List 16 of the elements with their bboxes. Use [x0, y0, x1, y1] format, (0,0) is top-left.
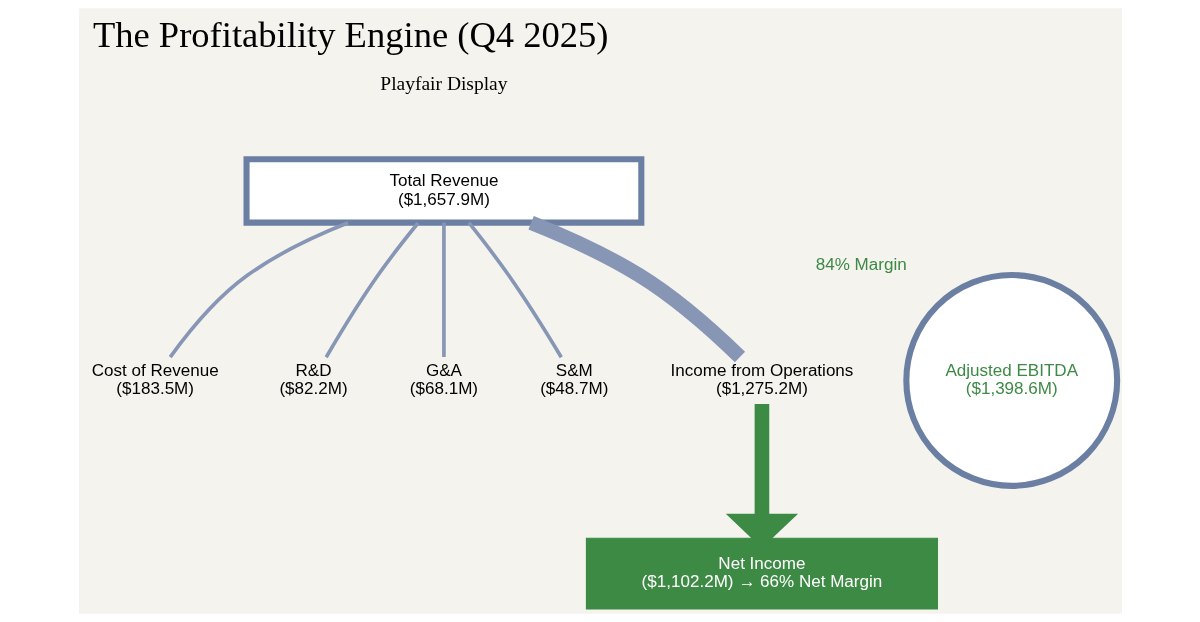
node-box: Net Income ($1,102.2M) → 66% Net Margin — [585, 537, 938, 610]
connector — [324, 221, 419, 359]
connector — [466, 221, 563, 359]
node-text: G&A ($68.1M) — [409, 360, 478, 399]
node-text: Cost of Revenue ($183.5M) — [91, 360, 219, 399]
diagram-title: The Profitability Engine (Q4 2025) — [92, 14, 609, 56]
connector — [168, 221, 349, 359]
node-text: S&M ($48.7M) — [539, 360, 608, 399]
node-circle: Adjusted EBITDA ($1,398.6M) — [902, 272, 1120, 489]
node-box: Total Revenue ($1,657.9M) — [243, 156, 644, 226]
connector — [441, 222, 446, 357]
label: Playfair Display — [379, 72, 508, 94]
node-text: R&D ($82.2M) — [278, 360, 348, 399]
node-label: 84% Margin — [815, 255, 907, 275]
node-text: Income from Operations ($1,275.2M) — [670, 360, 853, 399]
connector — [527, 215, 745, 363]
